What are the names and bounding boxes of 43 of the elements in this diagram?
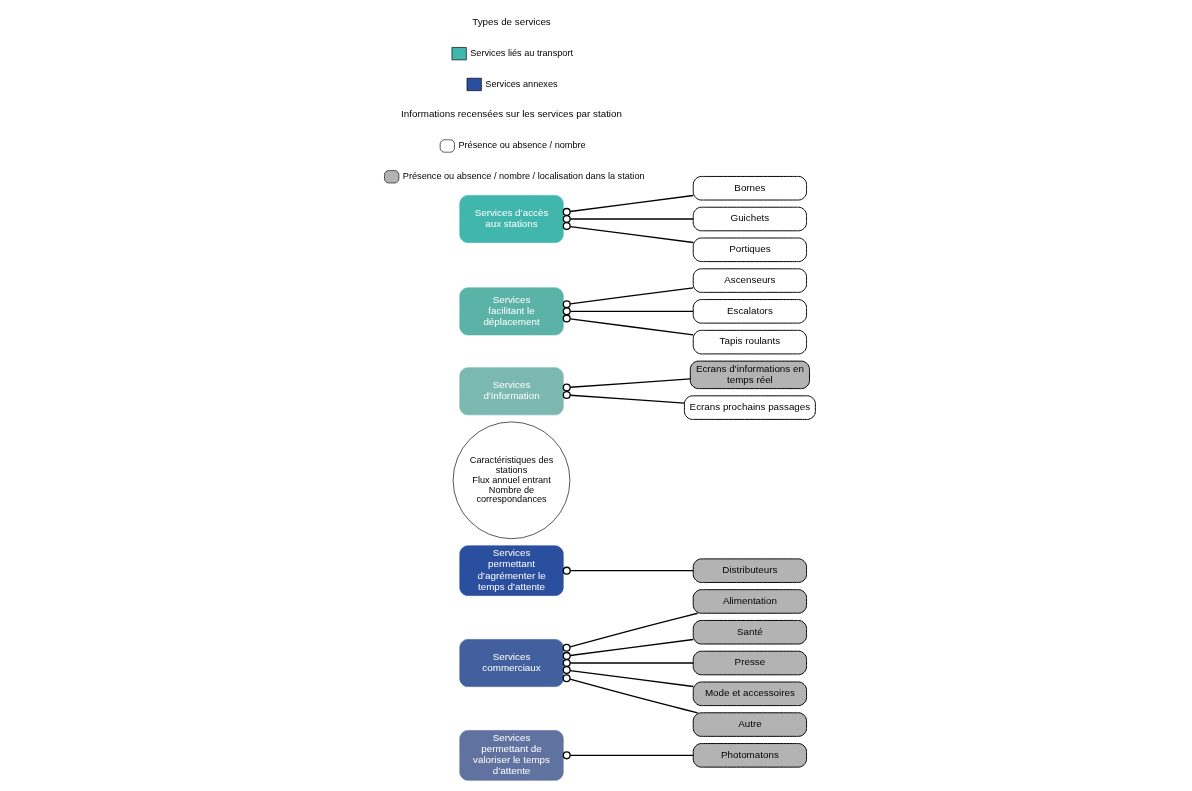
connector bbox=[562, 194, 694, 216]
node-box: Guichets bbox=[692, 206, 808, 232]
node-circle: Caractéristiques des stations Flux annuel entrant Nombre de correspondances bbox=[452, 421, 571, 540]
connector bbox=[562, 287, 694, 309]
connector bbox=[562, 638, 694, 660]
node-box: Services permettant d’agrémenter le temps d’attente bbox=[459, 545, 564, 596]
connector bbox=[562, 378, 691, 392]
node-box: Ecrans prochains passages bbox=[683, 395, 816, 420]
connector bbox=[562, 612, 699, 652]
node-box: Bornes bbox=[692, 175, 808, 201]
connector bbox=[562, 674, 699, 714]
connector bbox=[562, 751, 694, 760]
connector bbox=[562, 390, 686, 404]
node-box: Escalators bbox=[692, 299, 808, 324]
connector bbox=[562, 658, 694, 668]
legend-label: Services liés au transport bbox=[470, 48, 574, 59]
node-box: Autre bbox=[692, 712, 808, 737]
legend-label: Présence ou absence / nombre / localisation dans la station bbox=[402, 171, 645, 182]
legend-label: Présence ou absence / nombre bbox=[458, 140, 586, 151]
node-box: Mode et accessoires bbox=[692, 681, 808, 707]
legend-label: Services annexes bbox=[485, 78, 558, 89]
connector bbox=[562, 222, 694, 244]
connector bbox=[562, 666, 694, 688]
connector bbox=[562, 566, 694, 575]
node-box: Alimentation bbox=[692, 589, 808, 614]
node-box: Portiques bbox=[692, 237, 808, 263]
node-box: Services d’accès aux stations bbox=[459, 195, 564, 243]
node-box: Services facilitant le déplacement bbox=[459, 287, 564, 336]
node-box: Presse bbox=[692, 650, 808, 676]
connector bbox=[562, 307, 694, 316]
node-box: Tapis roulants bbox=[692, 329, 808, 355]
connector bbox=[562, 214, 694, 224]
node-box: Photomatons bbox=[692, 743, 808, 768]
node-box: Services d’information bbox=[459, 367, 564, 416]
connector bbox=[562, 314, 694, 336]
label: Types de services bbox=[472, 15, 551, 27]
node-box: Services permettant de valoriser le temps d’attente bbox=[459, 730, 564, 781]
node-box: Ecrans d’informations en temps réel bbox=[689, 360, 810, 390]
node-box: Services commerciaux bbox=[459, 639, 564, 687]
label: Informations recensées sur les services par station bbox=[401, 108, 622, 120]
node-box: Ascenseurs bbox=[692, 268, 808, 293]
node-box: Distributeurs bbox=[692, 558, 808, 583]
node-box: Santé bbox=[692, 619, 808, 645]
